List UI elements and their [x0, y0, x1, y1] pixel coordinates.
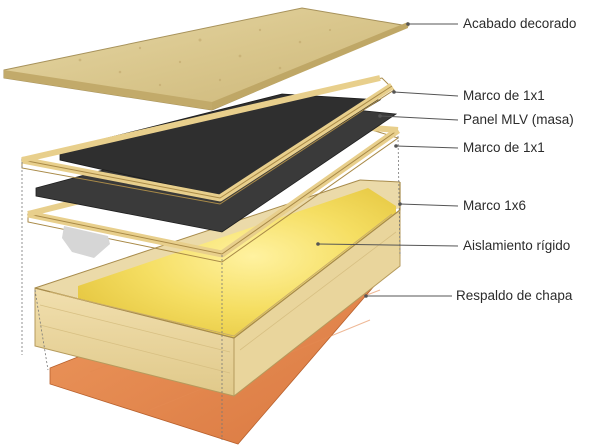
rigid-insulation-layer: [78, 188, 396, 340]
assembly-guide-lines: [21, 135, 401, 440]
label-respaldo-de-chapa: Respaldo de chapa: [456, 288, 573, 303]
label-acabado-decorado: Acabado decorado: [463, 16, 577, 31]
label-marco-1x1-top: Marco de 1x1: [463, 88, 545, 103]
decorative-finish-layer: [3, 7, 410, 111]
box-frame-1x6-layer: [34, 179, 401, 398]
label-panel-mlv: Panel MLV (masa): [463, 112, 574, 127]
label-aislamiento-rigido: Aislamiento rígido: [463, 238, 571, 253]
label-marco-1x6: Marco 1x6: [463, 198, 527, 213]
leader-lines: [316, 22, 459, 298]
label-marco-1x1-mid: Marco de 1x1: [463, 140, 545, 155]
